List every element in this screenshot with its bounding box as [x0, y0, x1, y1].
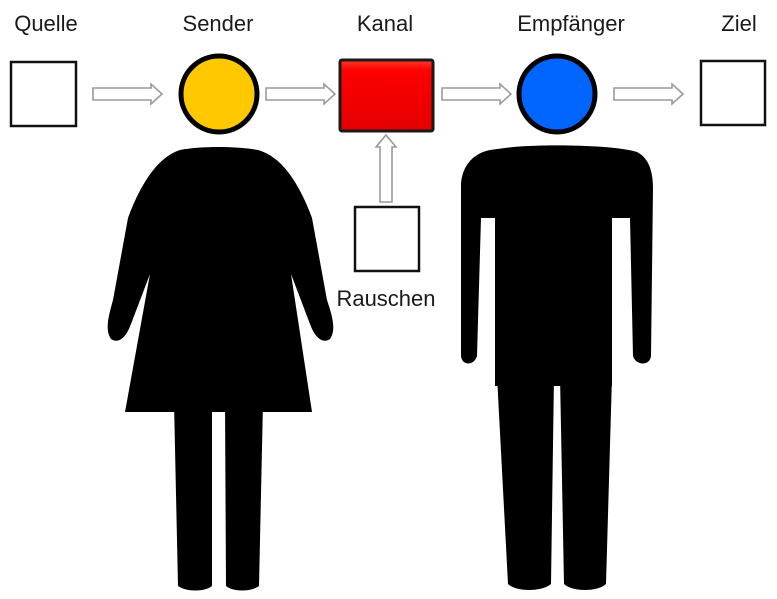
label-sender: Sender [183, 11, 254, 36]
arrow-channel-to-receiver [441, 82, 513, 106]
receiver-head [516, 53, 598, 135]
man-right-leg [560, 376, 612, 590]
label-channel: Kanal [357, 11, 413, 36]
channel-box [338, 58, 435, 133]
woman-dress [107, 147, 334, 412]
arrow-receiver-to-destination [613, 82, 685, 106]
source-box [9, 60, 78, 128]
label-noise: Rauschen [336, 286, 435, 311]
man-figure-icon [461, 53, 653, 590]
label-destination: Ziel [721, 11, 756, 36]
destination-box [699, 59, 767, 127]
label-receiver: Empfänger [517, 11, 625, 36]
arrow-noise-to-channel [374, 133, 398, 203]
noise-box [353, 205, 421, 273]
man-left-leg [497, 376, 554, 590]
woman-figure-icon [107, 53, 334, 591]
woman-left-leg [174, 402, 212, 591]
sender-head [178, 53, 260, 135]
arrow-source-to-sender [92, 82, 164, 106]
man-body [461, 145, 653, 386]
woman-right-leg [225, 402, 263, 591]
label-source: Quelle [14, 11, 78, 36]
arrow-sender-to-channel [265, 82, 337, 106]
